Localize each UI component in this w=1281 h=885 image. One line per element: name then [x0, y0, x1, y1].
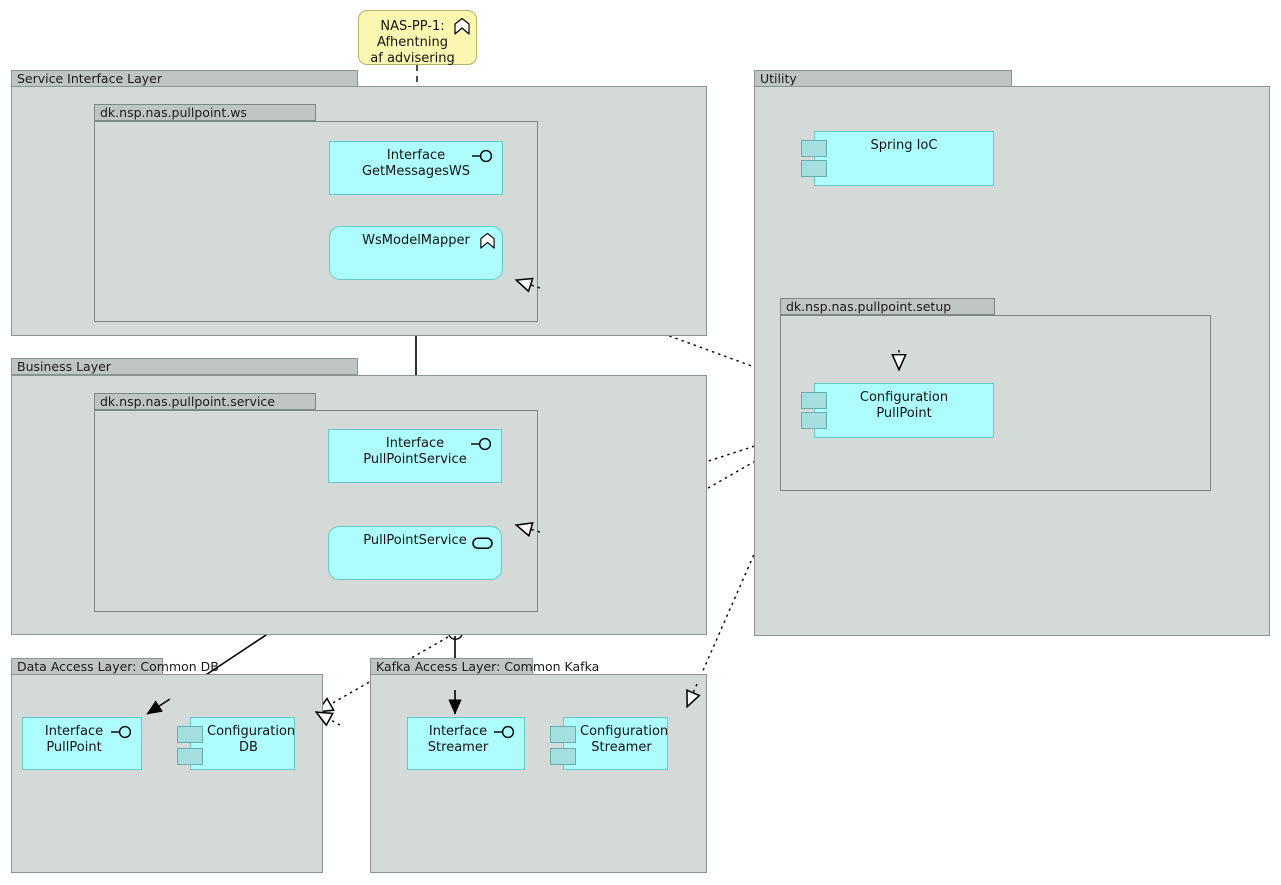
usecase-note-text: NAS-PP-1: Afhentning af advisering: [359, 19, 476, 67]
package-tab-pullpoint-service: dk.nsp.nas.pullpoint.service: [94, 393, 316, 410]
edge-configuration-pullpoint-to-configuration-db: [317, 431, 807, 712]
component-interface-pullpoint[interactable]: Interface PullPoint: [22, 717, 142, 770]
layer-kafka-access: [370, 674, 707, 873]
provided-interface-lollipop-icon: [471, 437, 492, 451]
component-title-line1: Configuration: [580, 724, 669, 739]
component-title-line1: PullPointService: [363, 533, 467, 548]
component-title: WsModelMapper: [330, 233, 502, 249]
component-tabs-icon: [801, 140, 827, 157]
usecase-note-line2: Afhentning: [377, 35, 448, 50]
rounded-rectangle-icon: [472, 537, 493, 549]
component-tabs-icon: [801, 412, 827, 429]
provided-interface-lollipop-icon: [111, 725, 132, 739]
component-title-line1: Interface: [386, 148, 446, 163]
layer-tab-service-interface: Service Interface Layer: [11, 70, 358, 87]
component-title-line2: PullPoint: [46, 740, 102, 755]
component-tabs-icon: [550, 748, 576, 765]
component-tabs-icon: [801, 392, 827, 409]
usecase-chevron-icon: [454, 17, 470, 35]
component-title: Configuration PullPoint: [815, 390, 993, 422]
component-title-line2: Streamer: [427, 740, 489, 755]
component-title: Interface GetMessagesWS: [330, 148, 502, 180]
component-title-line2: DB: [239, 740, 258, 755]
component-pullpointservice[interactable]: PullPointService: [328, 526, 502, 580]
component-tabs-icon: [177, 726, 203, 743]
component-title-line1: Configuration: [207, 724, 296, 739]
component-title-line2: GetMessagesWS: [361, 164, 471, 179]
layer-data-access: [11, 674, 323, 873]
component-title: Interface PullPointService: [329, 436, 501, 468]
component-spring-ioc[interactable]: Spring IoC: [814, 131, 994, 186]
component-title-line1: Interface: [428, 724, 488, 739]
component-title: Interface Streamer: [408, 724, 524, 756]
component-wsmodelmapper[interactable]: WsModelMapper: [329, 226, 503, 280]
layer-tab-data-access: Data Access Layer: Common DB: [11, 658, 219, 675]
component-tabs-icon: [801, 160, 827, 177]
usecase-note-line1: NAS-PP-1:: [380, 19, 445, 34]
component-tabs-icon: [550, 726, 576, 743]
component-title-line1: Spring IoC: [870, 138, 938, 153]
usecase-chevron-icon: [480, 232, 495, 249]
component-configuration-db[interactable]: Configuration DB: [190, 717, 295, 770]
component-interface-pullpointservice[interactable]: Interface PullPointService: [328, 429, 502, 483]
layer-tab-business: Business Layer: [11, 358, 358, 375]
component-interface-getmessagesws[interactable]: Interface GetMessagesWS: [329, 141, 503, 195]
component-title: PullPointService: [329, 533, 501, 549]
package-tab-pullpoint-setup: dk.nsp.nas.pullpoint.setup: [780, 298, 995, 315]
component-title-line1: Interface: [385, 436, 445, 451]
component-tabs-icon: [177, 748, 203, 765]
component-title: Configuration Streamer: [564, 724, 669, 756]
component-title-line1: WsModelMapper: [362, 233, 470, 248]
component-title-line1: Configuration PullPoint: [859, 390, 949, 421]
component-title-line2: PullPointService: [363, 452, 467, 467]
usecase-note-nas-pp-1[interactable]: NAS-PP-1: Afhentning af advisering: [358, 10, 477, 67]
component-title-line2: Streamer: [591, 740, 652, 755]
usecase-note-line3: af advisering: [370, 51, 455, 66]
package-tab-pullpoint-ws: dk.nsp.nas.pullpoint.ws: [94, 104, 316, 121]
component-interface-streamer[interactable]: Interface Streamer: [407, 717, 525, 770]
component-title: Interface PullPoint: [23, 724, 141, 756]
layer-tab-utility: Utility: [754, 70, 1012, 87]
component-title: Spring IoC: [815, 138, 993, 154]
component-title-line1: Interface: [44, 724, 104, 739]
provided-interface-lollipop-icon: [472, 149, 493, 163]
provided-interface-lollipop-icon: [494, 725, 515, 739]
component-configuration-streamer[interactable]: Configuration Streamer: [563, 717, 668, 770]
component-configuration-pullpoint[interactable]: Configuration PullPoint: [814, 383, 994, 438]
component-title: Configuration DB: [191, 724, 296, 756]
layer-tab-kafka-access: Kafka Access Layer: Common Kafka: [370, 658, 599, 675]
